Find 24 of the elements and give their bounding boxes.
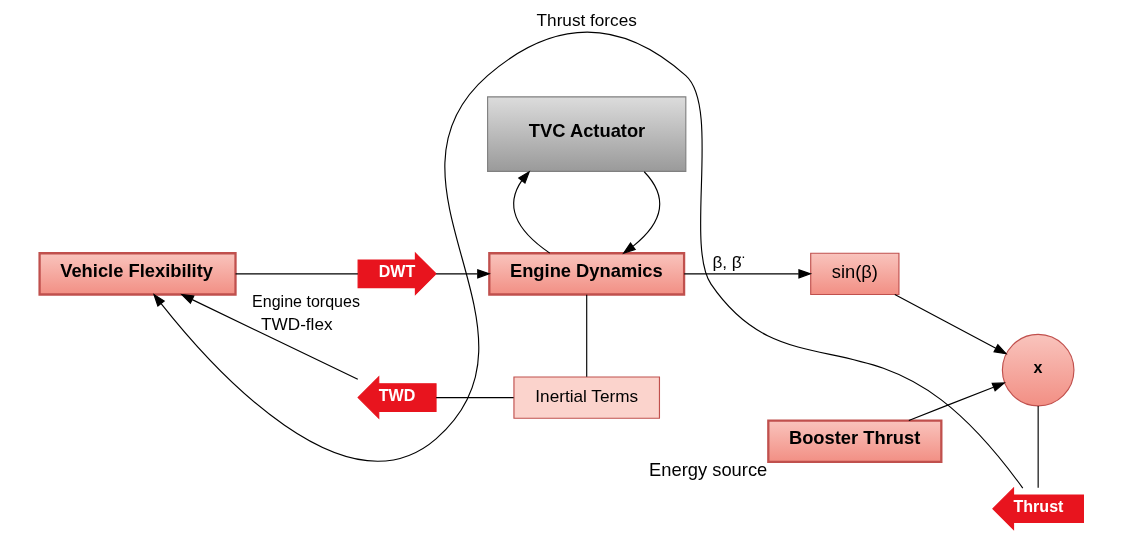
arrow (908, 382, 1006, 421)
arrow (622, 171, 661, 255)
arrow (152, 31, 1024, 489)
connector (235, 273, 359, 275)
node-label: Energy source (649, 459, 768, 481)
node-box: Booster Thrust (767, 419, 943, 463)
edge-label: β, β̈ (712, 252, 742, 273)
node-circle: x (1001, 333, 1075, 407)
node-box: Vehicle Flexibility (38, 252, 237, 296)
arrow (513, 170, 551, 254)
arrow (180, 293, 359, 380)
node-box: TVC Actuator (487, 96, 687, 172)
edge-label: Thrust forces (536, 10, 637, 31)
connector (1037, 405, 1039, 489)
node-box: Inertial Terms (513, 376, 661, 419)
connector (586, 294, 588, 378)
node-box: sin(β) (810, 252, 900, 296)
connector (435, 397, 515, 399)
node-label: Engine torques (252, 292, 360, 311)
arrow (435, 269, 491, 279)
node-box: Engine Dynamics (488, 252, 686, 296)
arrow (894, 293, 1008, 355)
edge-label: TWD-flex (261, 314, 333, 335)
arrow (683, 269, 813, 279)
